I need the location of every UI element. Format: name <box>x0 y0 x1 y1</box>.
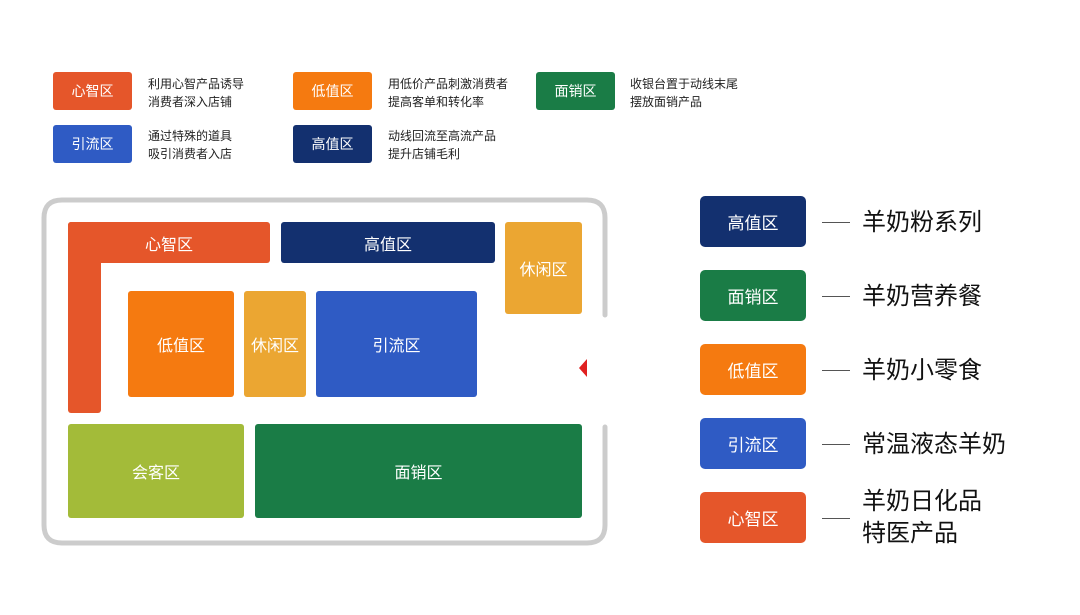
product-desc-gaozhi: 羊奶粉系列 <box>862 206 982 238</box>
product-tag-dizhi: 低值区 <box>700 344 806 395</box>
zone-yinliu: 引流区 <box>316 291 477 397</box>
product-desc-yinliu: 常温液态羊奶 <box>862 428 1006 460</box>
connector-line <box>822 222 850 223</box>
legend-desc-dizhi: 用低价产品刺激消费者 提高客单和转化率 <box>388 75 508 111</box>
product-tag-yinliu: 引流区 <box>700 418 806 469</box>
legend-desc-line: 收银台置于动线末尾 <box>630 77 739 91</box>
zone-xiuxian-mid: 休闲区 <box>244 291 306 397</box>
legend-desc-line: 动线回流至高流产品 <box>388 129 497 143</box>
product-desc-dizhi: 羊奶小零食 <box>862 354 982 386</box>
legend-desc-line: 通过特殊的道具 <box>148 129 233 143</box>
legend-desc-line: 用低价产品刺激消费者 <box>388 77 509 91</box>
legend-tag-mianxiao: 面销区 <box>536 72 615 110</box>
legend-desc-gaozhi: 动线回流至高流产品 提升店铺毛利 <box>388 127 496 163</box>
legend-desc-line: 摆放面销产品 <box>630 95 703 109</box>
product-desc-xinzhi: 羊奶日化品 特医产品 <box>862 485 982 549</box>
zone-xiuxian-top: 休闲区 <box>505 222 582 314</box>
product-desc-line: 羊奶粉系列 <box>862 208 982 236</box>
connector-line <box>822 370 850 371</box>
legend-tag-gaozhi: 高值区 <box>293 125 372 163</box>
legend-desc-line: 提升店铺毛利 <box>388 147 461 161</box>
connector-line <box>822 518 850 519</box>
zone-gaozhi: 高值区 <box>281 222 495 263</box>
legend-desc-line: 消费者深入店铺 <box>148 95 233 109</box>
connector-line <box>822 296 850 297</box>
product-desc-line: 特医产品 <box>862 519 958 547</box>
connector-line <box>822 444 850 445</box>
product-desc-mianxiao: 羊奶营养餐 <box>862 280 982 312</box>
legend-desc-line: 提高客单和转化率 <box>388 95 485 109</box>
legend-desc-line: 利用心智产品诱导 <box>148 77 245 91</box>
product-desc-line: 羊奶小零食 <box>862 356 982 384</box>
zone-mianxiao: 面销区 <box>255 424 582 518</box>
legend-desc-line: 吸引消费者入店 <box>148 147 233 161</box>
zone-dizhi: 低值区 <box>128 291 234 397</box>
product-desc-line: 常温液态羊奶 <box>862 430 1006 458</box>
legend-tag-xinzhi: 心智区 <box>53 72 132 110</box>
legend-tag-dizhi: 低值区 <box>293 72 372 110</box>
legend-desc-xinzhi: 利用心智产品诱导 消费者深入店铺 <box>148 75 244 111</box>
entrance-arrow-icon <box>579 359 587 377</box>
legend-desc-mianxiao: 收银台置于动线末尾 摆放面销产品 <box>630 75 738 111</box>
product-desc-line: 羊奶营养餐 <box>862 282 982 310</box>
zone-xinzhi: 心智区 <box>68 222 270 263</box>
product-tag-mianxiao: 面销区 <box>700 270 806 321</box>
legend-desc-yinliu: 通过特殊的道具 吸引消费者入店 <box>148 127 232 163</box>
product-tag-gaozhi: 高值区 <box>700 196 806 247</box>
product-desc-line: 羊奶日化品 <box>862 487 982 515</box>
product-tag-xinzhi: 心智区 <box>700 492 806 543</box>
legend-tag-yinliu: 引流区 <box>53 125 132 163</box>
floorplan-wall <box>41 197 608 546</box>
zone-huike: 会客区 <box>68 424 244 518</box>
